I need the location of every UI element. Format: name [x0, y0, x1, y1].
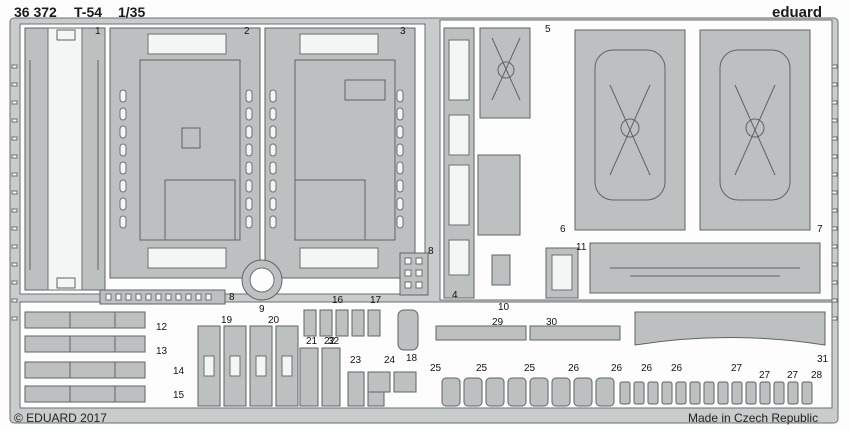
part-32-piece: [545, 247, 579, 299]
part-number-14: 14: [173, 366, 185, 377]
part-number-3: 3: [400, 26, 406, 37]
part-9-ring: [241, 259, 283, 301]
part-number-22: 22: [324, 336, 336, 347]
part-1-fender-strip: [24, 27, 106, 291]
part-number-11: 11: [576, 242, 587, 253]
part-number-27: 27: [759, 370, 771, 381]
subject-title: T-54: [74, 4, 103, 20]
part-number-8: 8: [428, 246, 434, 257]
part-number-25: 25: [430, 363, 442, 374]
part-number-5: 5: [545, 24, 551, 35]
part-8-strip: [99, 289, 226, 305]
part-number-19: 19: [221, 315, 233, 326]
part-number-25: 25: [524, 363, 536, 374]
part-2-panel: [109, 27, 261, 279]
part-number-9: 9: [259, 304, 265, 315]
part-number-7: 7: [817, 224, 823, 235]
part-number-10: 10: [498, 302, 510, 313]
part-number-18: 18: [406, 353, 418, 364]
part-number-30: 30: [546, 317, 558, 328]
part-number-32: 32: [328, 336, 340, 347]
part-number-23: 23: [350, 355, 362, 366]
part-number-29: 29: [492, 317, 504, 328]
part-4-5-column: [443, 27, 531, 299]
part-30-sawtooth: [634, 311, 826, 346]
part-7-hatch: [699, 29, 811, 231]
scale-label: 1/35: [118, 4, 146, 20]
part-8-bracket-grid: [399, 252, 429, 296]
copyright-text: © EDUARD 2017: [14, 411, 107, 425]
part-11-bar: [589, 242, 821, 294]
bottom-row-parts: [197, 309, 813, 407]
part-number-21: 21: [306, 336, 318, 347]
part-number-1: 1: [95, 26, 101, 37]
part-number-6: 6: [560, 224, 566, 235]
brand-logo: eduard: [772, 4, 823, 21]
edge-holes: [11, 64, 838, 321]
part-number-26: 26: [641, 363, 653, 374]
part-number-24: 24: [384, 355, 396, 366]
part-number-8: 8: [229, 292, 235, 303]
part-number-27: 27: [787, 370, 799, 381]
part-number-27: 27: [731, 363, 743, 374]
part-number-4: 4: [452, 290, 458, 301]
parts-28-29: [435, 325, 621, 341]
part-3-panel: [264, 27, 416, 279]
part-6-hatch: [574, 29, 686, 231]
part-number-31: 31: [817, 354, 829, 365]
part-number-26: 26: [568, 363, 580, 374]
part-number-17: 17: [370, 295, 382, 306]
part-number-26: 26: [611, 363, 623, 374]
part-number-16: 16: [332, 295, 344, 306]
part-number-12: 12: [156, 322, 168, 333]
part-number-26: 26: [671, 363, 683, 374]
catalog-number: 36 372: [14, 4, 57, 20]
part-number-15: 15: [173, 390, 185, 401]
part-number-20: 20: [268, 315, 280, 326]
part-number-28: 28: [811, 370, 823, 381]
part-number-25: 25: [476, 363, 488, 374]
parts-12-15-strips: [24, 311, 146, 403]
part-number-13: 13: [156, 346, 168, 357]
origin-text: Made in Czech Republic: [688, 411, 819, 425]
part-number-2: 2: [244, 26, 250, 37]
